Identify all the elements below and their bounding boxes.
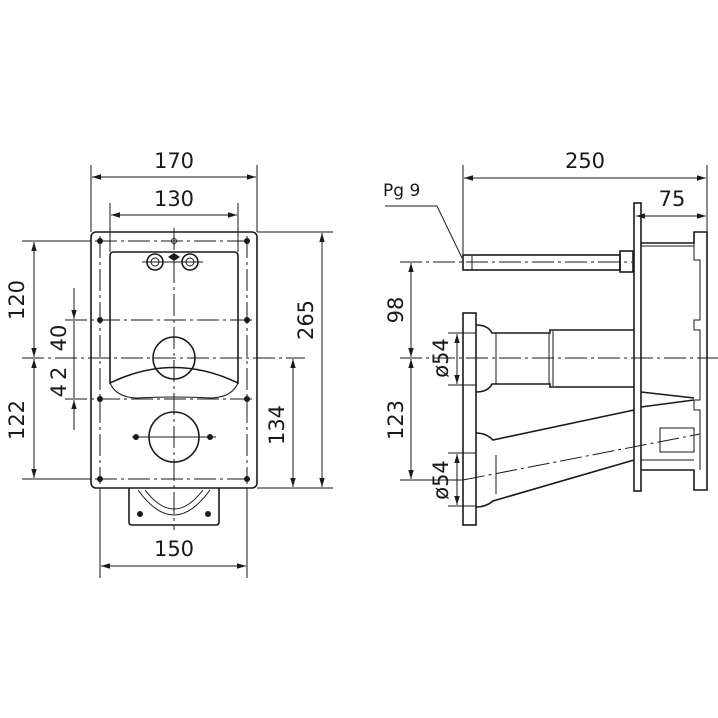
side-dimensions xyxy=(400,165,708,507)
inner-housing xyxy=(109,251,239,385)
dim-diameter-54-lower: ø54 xyxy=(429,460,453,500)
front-view: 170 130 150 265 134 120 122 40 42 xyxy=(5,149,333,578)
dim-75: 75 xyxy=(659,187,686,211)
dim-123: 123 xyxy=(384,400,408,440)
dim-265: 265 xyxy=(294,300,318,340)
dim-98: 98 xyxy=(384,297,408,324)
dim-134: 134 xyxy=(265,405,289,445)
mounting-holes xyxy=(97,238,250,482)
dim-250: 250 xyxy=(565,149,605,173)
dim-42: 42 xyxy=(47,363,71,398)
dim-150: 150 xyxy=(154,537,194,561)
dim-40: 40 xyxy=(47,325,71,352)
wall-flange xyxy=(633,202,642,492)
dim-170: 170 xyxy=(154,149,194,173)
dim-130: 130 xyxy=(154,187,194,211)
pg9-leader xyxy=(385,205,463,259)
side-box xyxy=(641,231,708,491)
dim-diameter-54-upper: ø54 xyxy=(429,338,453,378)
side-view: Pg 9 250 75 98 123 ø54 ø54 xyxy=(383,149,718,526)
dim-122: 122 xyxy=(5,400,29,440)
upper-pipe xyxy=(462,312,634,526)
pg9-label: Pg 9 xyxy=(383,181,420,201)
front-dimensions xyxy=(22,165,333,578)
base-adapter xyxy=(128,488,220,526)
cable-glands xyxy=(142,253,203,271)
dim-120: 120 xyxy=(5,280,29,320)
lower-pipe xyxy=(462,391,701,508)
upper-pipe-opening xyxy=(152,336,196,380)
